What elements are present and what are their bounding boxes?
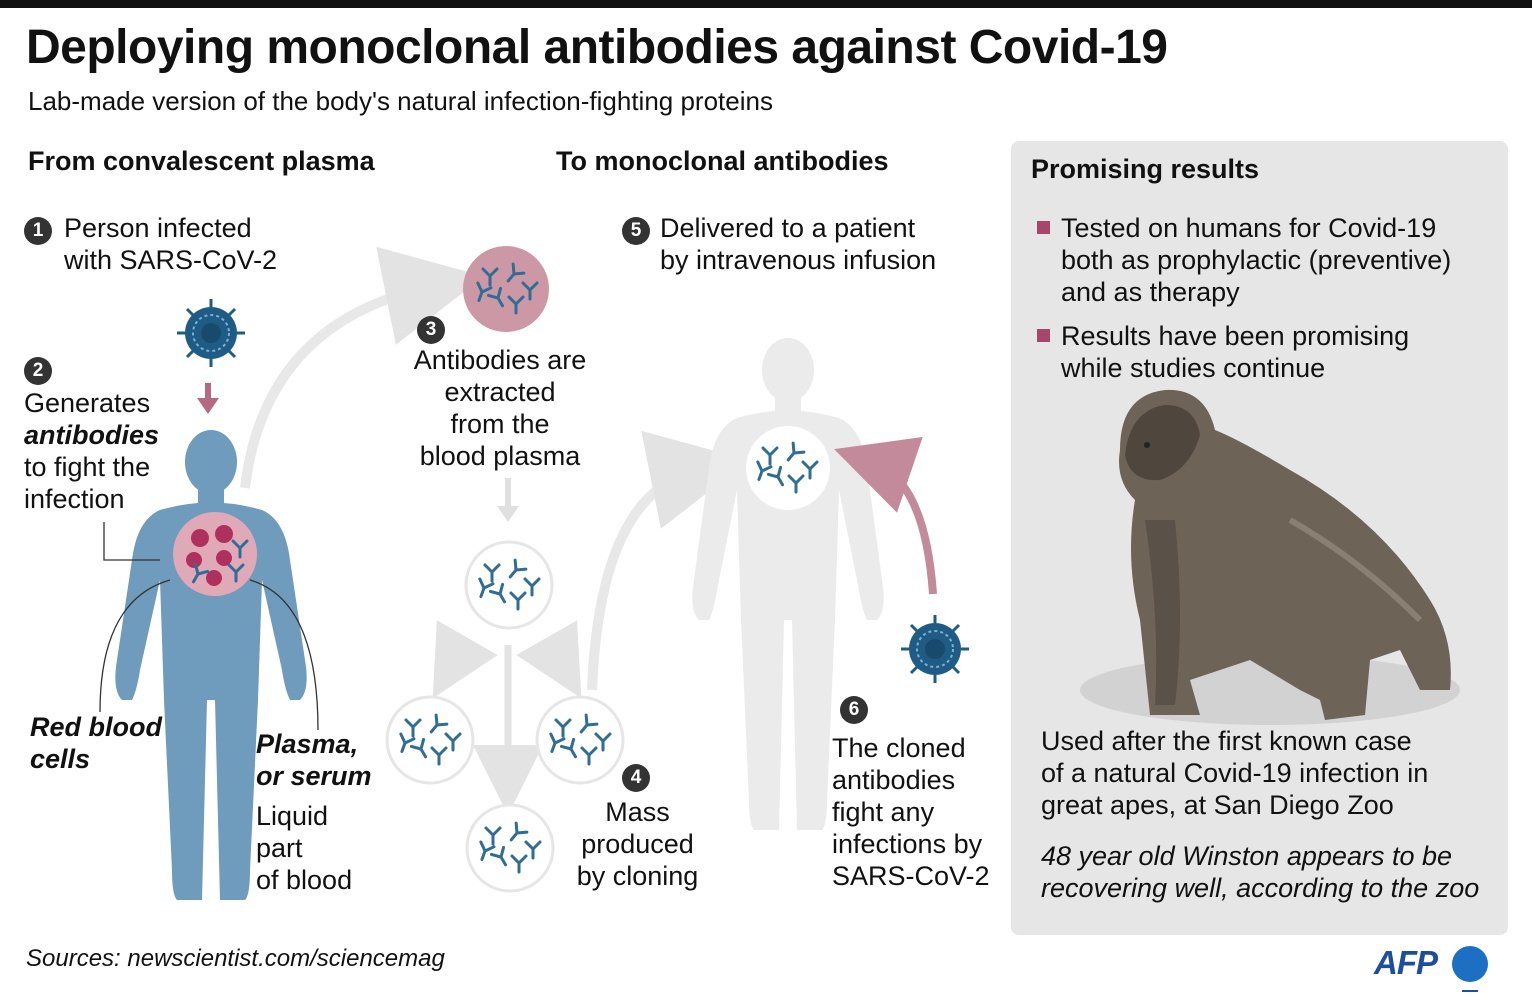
arrow-curved-icon — [240, 246, 485, 489]
human-figure-icon — [115, 430, 307, 900]
step-3-text: Antibodies are extracted from the blood … — [413, 345, 587, 471]
afp-logo-dot — [1452, 946, 1488, 982]
arrow-down-icon — [197, 383, 219, 414]
step-number-1: 1 — [24, 217, 52, 245]
results-bullet-1: Tested on humans for Covid-19 both as pr… — [1061, 213, 1452, 307]
step-number-6: 6 — [840, 696, 868, 724]
antibody-circle-icon — [535, 695, 625, 785]
virus-icon — [177, 299, 245, 367]
human-figure-ghost-icon — [692, 338, 884, 830]
step-6-text: The cloned antibodies fight any infectio… — [832, 733, 990, 891]
label-red-blood-cells: Red blood cells — [30, 712, 162, 774]
bullet-marker — [1037, 221, 1050, 234]
step-5-text: Delivered to a patient by intravenous in… — [660, 213, 937, 275]
antibodies-emphasis: antibodies — [24, 420, 160, 450]
section-heading-results: Promising results — [1031, 154, 1260, 184]
page-title: Deploying monoclonal antibodies against … — [26, 21, 1168, 74]
label-plasma-description: Liquid part of blood — [256, 801, 353, 895]
antibody-circle-icon — [385, 695, 475, 785]
results-note: 48 year old Winston appears to be recove… — [1041, 841, 1480, 903]
step-number-2: 2 — [24, 357, 52, 385]
results-bullet-2: Results have been promising while studie… — [1061, 321, 1410, 383]
blood-cell-icon — [173, 512, 257, 596]
step-number-4: 4 — [622, 764, 650, 792]
arrow-curved-pink-icon — [834, 437, 937, 595]
gorilla-icon — [1080, 389, 1460, 725]
step-number-3: 3 — [417, 316, 445, 344]
leader-line — [103, 522, 160, 561]
top-rule — [0, 0, 1532, 8]
antibody-icon — [463, 246, 549, 332]
section-heading-monoclonal: To monoclonal antibodies — [556, 146, 889, 176]
step-2-text: Generates antibodies to fight the infect… — [24, 388, 160, 514]
bullet-marker — [1037, 329, 1050, 342]
section-heading-plasma: From convalescent plasma — [28, 146, 375, 176]
antibody-circle-icon — [464, 540, 554, 630]
step-number-5: 5 — [622, 217, 650, 245]
label-plasma: Plasma, or serum — [256, 729, 372, 791]
antibody-circle-icon — [465, 803, 555, 893]
step-1-text: Person infected with SARS-CoV-2 — [64, 213, 278, 275]
step-4-text: Mass produced by cloning — [576, 797, 699, 891]
afp-logo-line — [1462, 990, 1478, 992]
results-usage: Used after the first known case of a nat… — [1041, 726, 1429, 820]
page-subtitle: Lab-made version of the body's natural i… — [28, 86, 773, 116]
virus-icon — [901, 615, 969, 683]
afp-logo: AFP — [1374, 944, 1438, 981]
sources-note: Sources: newscientist.com/sciencemag — [26, 945, 445, 972]
